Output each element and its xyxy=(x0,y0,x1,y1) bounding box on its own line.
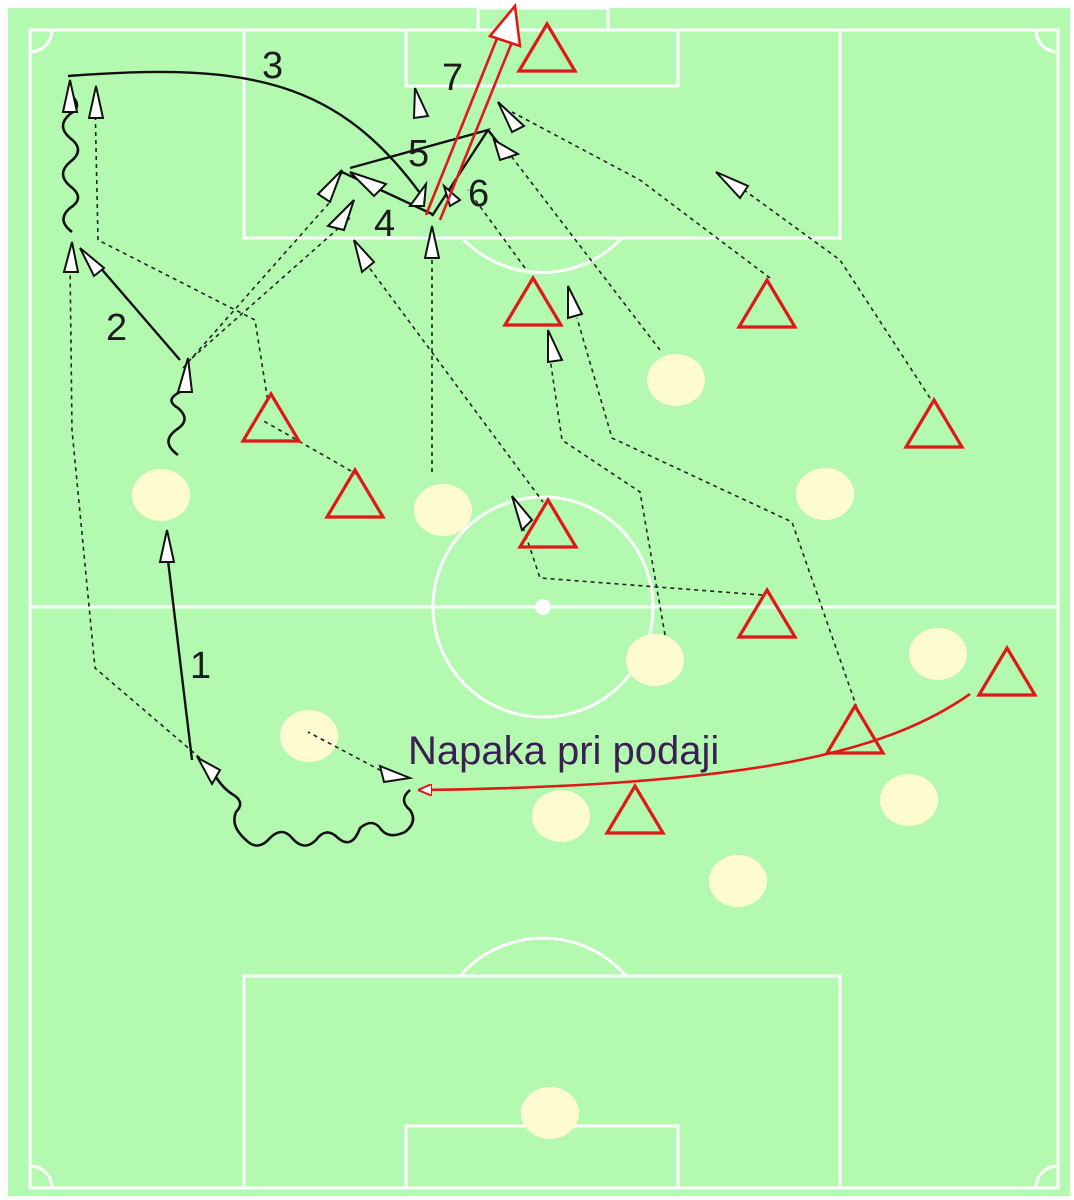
run-line xyxy=(517,511,763,596)
run-line xyxy=(364,261,544,503)
top-penalty-arc xyxy=(460,236,624,274)
arrowhead xyxy=(492,137,521,162)
intercepted-pass-line xyxy=(420,692,971,790)
arrowhead xyxy=(423,225,441,259)
corner-arc-top-right xyxy=(1034,29,1059,54)
move-label-1: 1 xyxy=(190,645,211,687)
dribble-line xyxy=(61,93,80,234)
arrowhead xyxy=(316,169,343,204)
arrowhead xyxy=(497,101,526,134)
run-line xyxy=(576,317,858,709)
move-label-3: 3 xyxy=(262,45,283,87)
arrowhead xyxy=(511,495,534,532)
teammate-players xyxy=(132,354,967,1139)
move-label-7: 7 xyxy=(442,57,463,99)
run-line xyxy=(549,357,666,636)
teammate-player xyxy=(132,469,190,521)
opponent-player xyxy=(240,390,302,443)
teammate-player xyxy=(709,855,767,907)
centre-spot xyxy=(535,599,551,615)
dribble-line xyxy=(210,769,415,847)
centre-circle xyxy=(431,495,655,719)
arrowhead xyxy=(195,755,222,787)
opponent-players xyxy=(240,20,1038,835)
opponent-player xyxy=(824,702,886,755)
arrowhead xyxy=(62,241,80,273)
move-label-4: 4 xyxy=(374,203,395,245)
run-line xyxy=(507,151,661,351)
arrowhead xyxy=(715,171,750,200)
arrowhead xyxy=(408,180,428,207)
move-label-6: 6 xyxy=(468,173,489,215)
run-lines xyxy=(69,99,931,779)
teammate-player xyxy=(280,710,338,762)
teammate-player xyxy=(880,774,938,826)
move-label-2: 2 xyxy=(106,307,127,349)
arrowhead xyxy=(412,87,430,120)
run-line xyxy=(467,189,526,269)
opponent-player xyxy=(324,466,386,519)
teammate-player xyxy=(909,628,967,680)
arrowheads xyxy=(61,79,750,787)
opponent-player xyxy=(516,20,578,73)
shot-arrowhead xyxy=(487,2,522,48)
opponent-player xyxy=(604,782,666,835)
pass-line-1 xyxy=(165,551,194,761)
arrowhead xyxy=(87,85,105,119)
bottom-penalty-arc xyxy=(458,936,628,977)
shot-line xyxy=(424,35,500,216)
move-labels: 1 2 3 4 5 6 7 xyxy=(106,45,489,687)
teammate-goalkeeper xyxy=(521,1087,579,1139)
arrowhead xyxy=(547,329,564,364)
pass-line-2 xyxy=(91,257,181,361)
arrowhead xyxy=(349,171,388,198)
opponent-player xyxy=(903,396,965,449)
arrowhead xyxy=(61,79,79,113)
arrowhead xyxy=(567,285,584,320)
opponent-player xyxy=(517,496,579,549)
opponent-player xyxy=(736,276,798,329)
teammate-player xyxy=(626,634,684,686)
opponent-player xyxy=(736,586,798,639)
run-line xyxy=(69,261,201,759)
corner-arc-bottom-left xyxy=(29,1164,54,1189)
arrowhead xyxy=(158,529,176,563)
arrowhead xyxy=(79,247,106,278)
run-line xyxy=(182,201,331,369)
run-line xyxy=(261,419,359,476)
run-line xyxy=(743,189,931,399)
shot-line xyxy=(438,41,514,221)
arrowhead xyxy=(176,357,194,393)
teammate-player xyxy=(647,354,705,406)
opponent-actions xyxy=(420,2,971,790)
opponent-player xyxy=(976,644,1038,697)
arrowhead xyxy=(378,764,414,784)
move-label-5: 5 xyxy=(408,133,429,175)
shot-arrow xyxy=(424,2,522,221)
run-line xyxy=(191,217,351,359)
run-line xyxy=(511,111,771,279)
teammate-player xyxy=(532,790,590,842)
arrowhead xyxy=(326,199,355,232)
arrowhead xyxy=(353,239,376,274)
teammate-player xyxy=(796,468,854,520)
error-caption: Napaka pri podaji xyxy=(408,729,719,773)
teammate-player xyxy=(414,484,472,536)
corner-arc-top-left xyxy=(29,29,54,54)
corner-arc-bottom-right xyxy=(1034,1164,1059,1189)
opponent-player xyxy=(502,274,564,327)
